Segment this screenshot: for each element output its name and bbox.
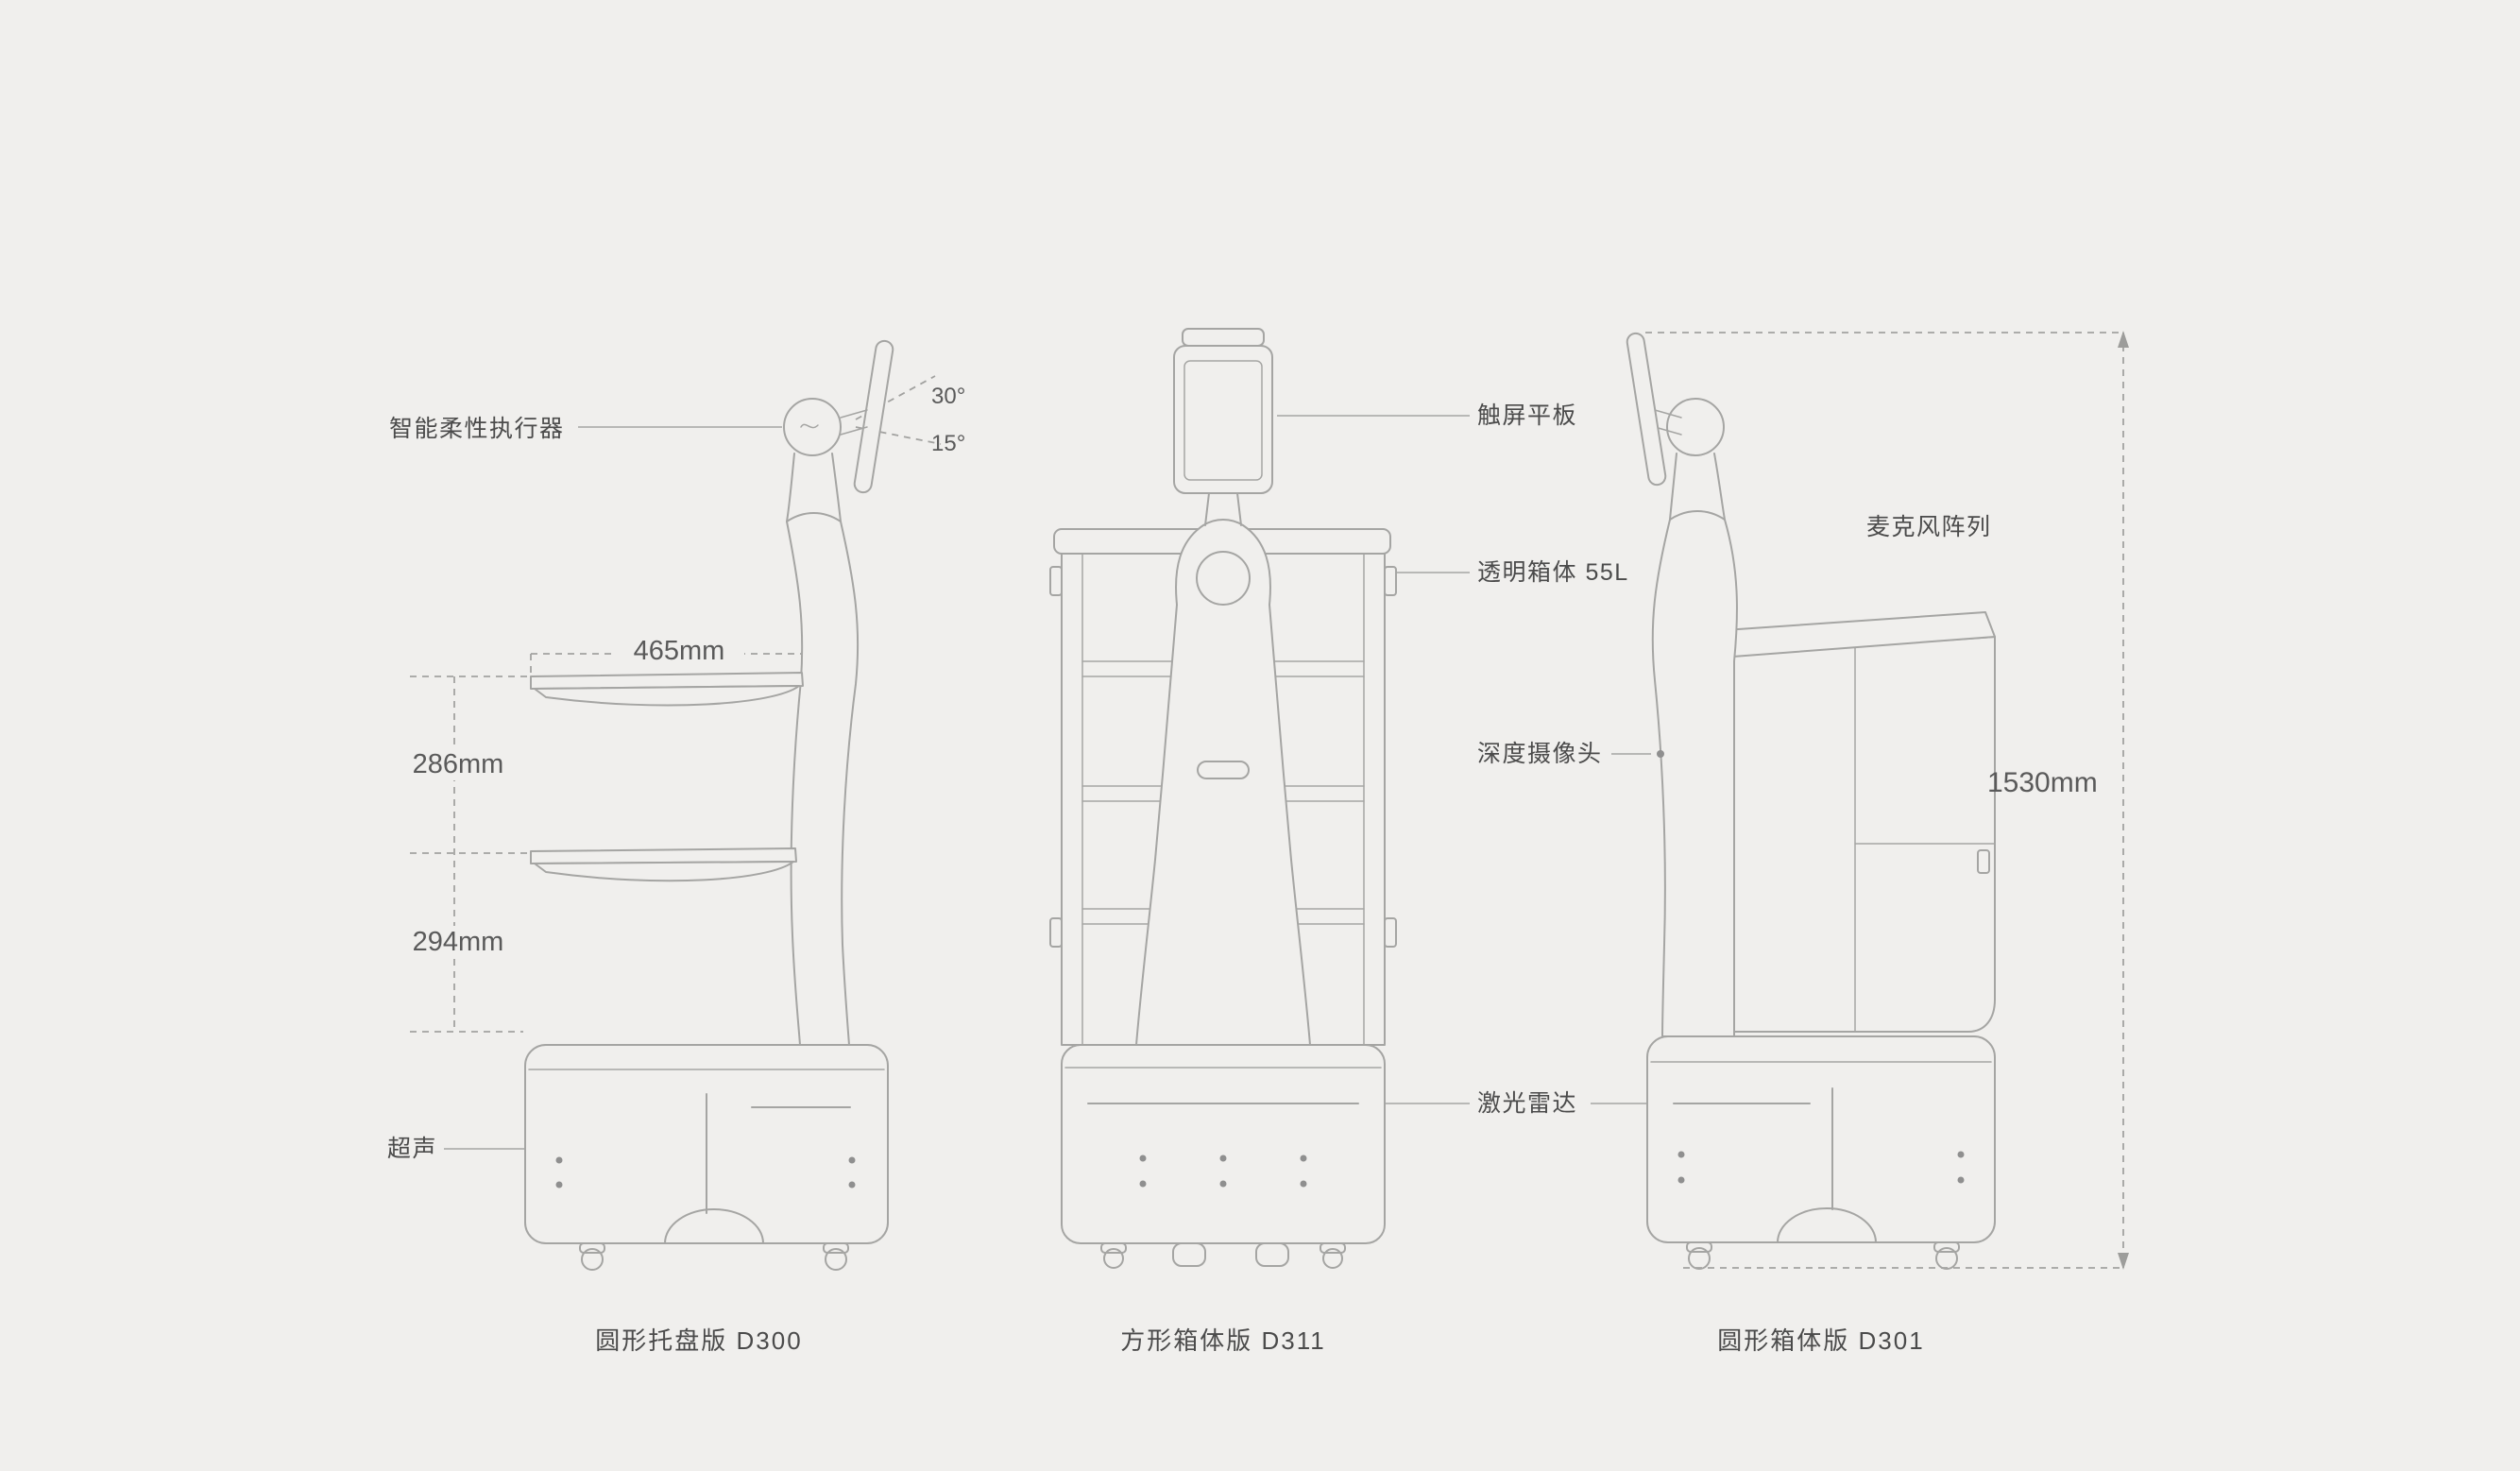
dim-upper-gap: 286mm [401,748,515,780]
d311-trunk [1135,519,1311,1046]
d301-wheels [1686,1207,1960,1270]
d301-base [1646,1035,1996,1243]
robot-d300-drawing [410,339,942,1271]
d300-neck [786,453,842,522]
label-angle-30: 30° [931,384,966,409]
d300-tray-upper [530,672,804,707]
caption-d301: 圆形箱体版 D301 [1717,1326,1925,1355]
d311-trunk-joint [1196,551,1251,606]
d311-base [1061,1044,1386,1244]
robot-d311-drawing [1049,328,1651,1269]
dim-lower-gap: 294mm [401,926,515,958]
d301-screen [1626,332,1667,487]
d300-screen [853,339,894,494]
label-mic-array: 麦克风阵列 [1866,514,1992,540]
d300-base [524,1044,889,1244]
d311-tablet [1173,328,1273,494]
label-tablet: 触屏平板 [1477,402,1578,429]
d300-wheels [579,1208,849,1271]
d301-dimension-lines [1645,331,2129,1270]
label-depth-camera: 深度摄像头 [1477,741,1603,767]
label-actuator: 智能柔性执行器 [389,416,565,442]
d300-spine-column [786,512,860,1046]
d311-neck [1204,492,1242,526]
d311-wheels [1100,1242,1346,1269]
d300-actuator-detail [800,423,819,429]
label-lidar: 激光雷达 [1477,1090,1578,1117]
label-ultrasonic: 超声 [387,1136,438,1162]
d301-neck [1669,453,1726,521]
d301-box-body [1669,636,1996,1033]
d311-handle [1197,761,1250,779]
d301-screen-mount [1654,409,1682,436]
d301-depth-camera-dot [1657,750,1664,758]
dim-tray-width: 465mm [614,635,744,667]
d300-tray-lower [530,847,797,882]
d300-screen-mount [840,409,868,436]
d301-actuator-joint [1666,398,1725,456]
robot-d301-drawing [1611,331,2129,1270]
d301-spine-column [1651,510,1738,1037]
dim-total-height: 1530mm [1987,767,2098,798]
label-angle-15: 15° [931,431,966,456]
caption-d311: 方形箱体版 D311 [1120,1326,1326,1355]
label-transparent-box: 透明箱体 55L [1477,559,1629,586]
caption-d300: 圆形托盘版 D300 [595,1326,803,1355]
